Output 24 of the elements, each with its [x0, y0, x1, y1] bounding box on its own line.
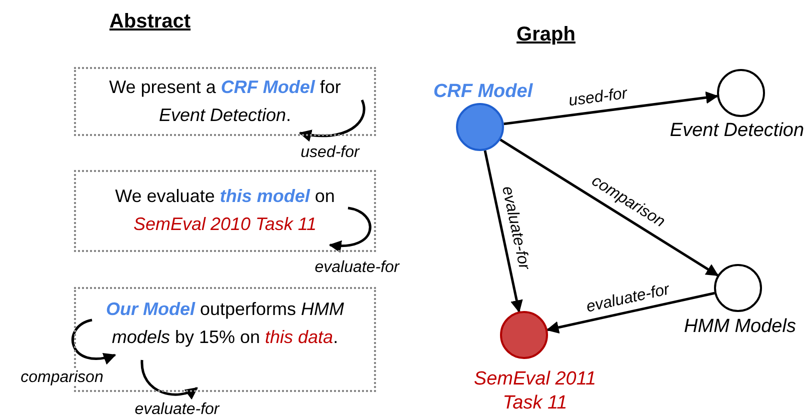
section-heading: Graph	[516, 24, 576, 46]
node-label: CRF Model	[433, 80, 533, 104]
curved-arrow	[140, 360, 198, 400]
graph-node-circle	[499, 310, 549, 360]
node-label: SemEval 2011 Task 11	[472, 367, 598, 415]
graph-node-circle	[713, 263, 763, 313]
sentence: We present a CRF Model for Event Detection.	[108, 76, 342, 127]
graph-node-circle	[716, 68, 766, 118]
curved-arrow	[298, 100, 366, 142]
curved-arrow	[328, 206, 372, 252]
section-heading: Abstract	[109, 10, 191, 34]
edge-label: comparison	[18, 370, 106, 386]
node-label: Event Detection	[670, 119, 804, 143]
arrow	[484, 150, 523, 313]
sentence: We evaluate this model on SemEval 2010 Task 11	[114, 185, 336, 236]
curved-arrow	[72, 318, 116, 364]
dotted-text-box	[74, 67, 376, 136]
dotted-text-box	[74, 170, 376, 252]
arrow	[500, 138, 719, 276]
graph-node-circle	[455, 102, 505, 152]
node-label: HMM Models	[684, 315, 796, 339]
arrow	[546, 292, 715, 334]
sentence: Our Model outperforms HMM models by 15% on this data.	[104, 298, 346, 349]
arrow	[504, 91, 718, 126]
